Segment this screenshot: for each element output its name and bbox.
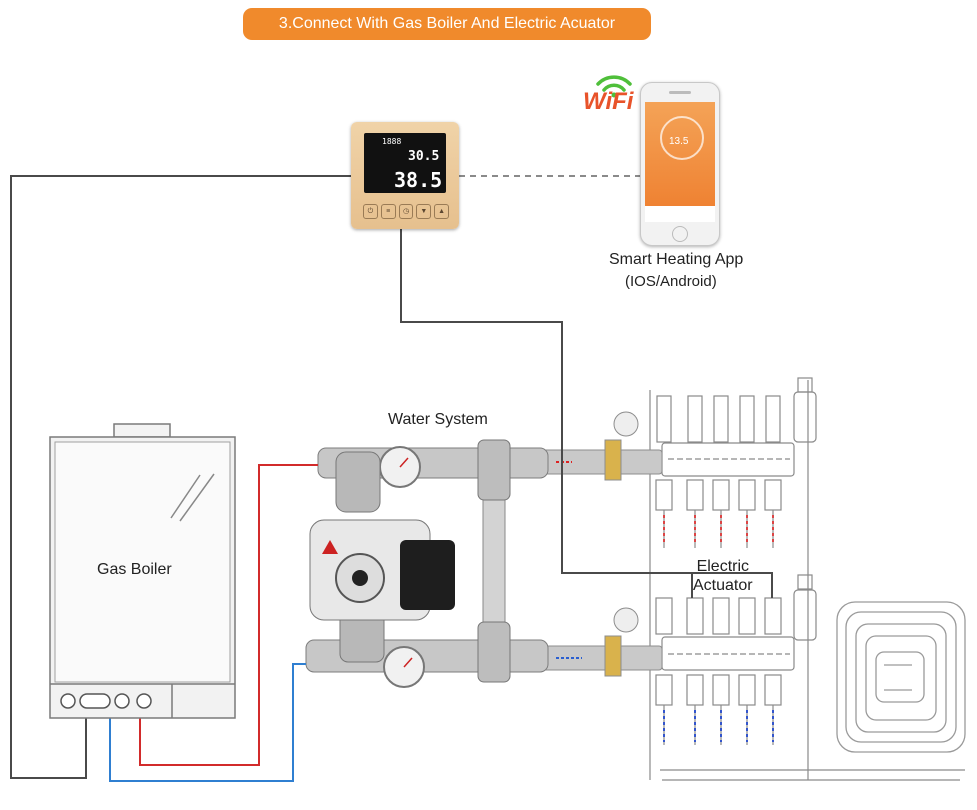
app-screen: 13.5 (645, 102, 715, 222)
water-system-label: Water System (388, 411, 488, 428)
app-tab-bar (645, 206, 715, 222)
gas-boiler (49, 423, 236, 719)
thermostat-screen: 1888 30.5 38.5 (364, 133, 446, 193)
wifi-logo-text: WiFi (583, 88, 634, 115)
thermostat-buttons: ⏻ ≡ ◷ ▼ ▲ (363, 204, 449, 220)
actuator-label-line2: Actuator (693, 577, 753, 594)
thermostat-clock: 1888 (382, 137, 402, 146)
up-arrow-icon: ▲ (434, 204, 449, 219)
smartphone: 13.5 (640, 82, 720, 246)
app-temperature-ring (660, 116, 704, 160)
power-icon: ⏻ (363, 204, 378, 219)
hot-water-pipe (139, 464, 318, 766)
thermostat-set-temp: 30.5 (408, 149, 440, 164)
app-platforms-label: (IOS/Android) (625, 273, 717, 290)
app-temperature: 13.5 (669, 136, 689, 147)
down-arrow-icon: ▼ (416, 204, 432, 219)
home-button-icon (672, 226, 688, 242)
thermostat-room-temp: 38.5 (394, 168, 443, 192)
phone-speaker (669, 91, 691, 94)
wifi-icon (596, 75, 632, 98)
menu-icon: ≡ (380, 204, 396, 219)
supply-pipes (539, 411, 663, 677)
gas-boiler-label: Gas Boiler (97, 561, 172, 578)
cold-water-pipe (109, 663, 306, 782)
smart-app-label: Smart Heating App (609, 251, 744, 268)
electric-actuator-label: Electric Actuator (693, 557, 753, 595)
actuator-label-line1: Electric (696, 558, 750, 575)
flow-arrows (663, 515, 774, 742)
clock-icon: ◷ (398, 204, 414, 219)
diagram-title: 3.Connect With Gas Boiler And Electric A… (243, 8, 651, 40)
mixing-station (305, 439, 549, 688)
control-wires (10, 175, 773, 779)
thermostat: 1888 30.5 38.5 ⏻ ≡ ◷ ▼ ▲ (351, 122, 459, 229)
underfloor-heating-coil (836, 601, 966, 753)
